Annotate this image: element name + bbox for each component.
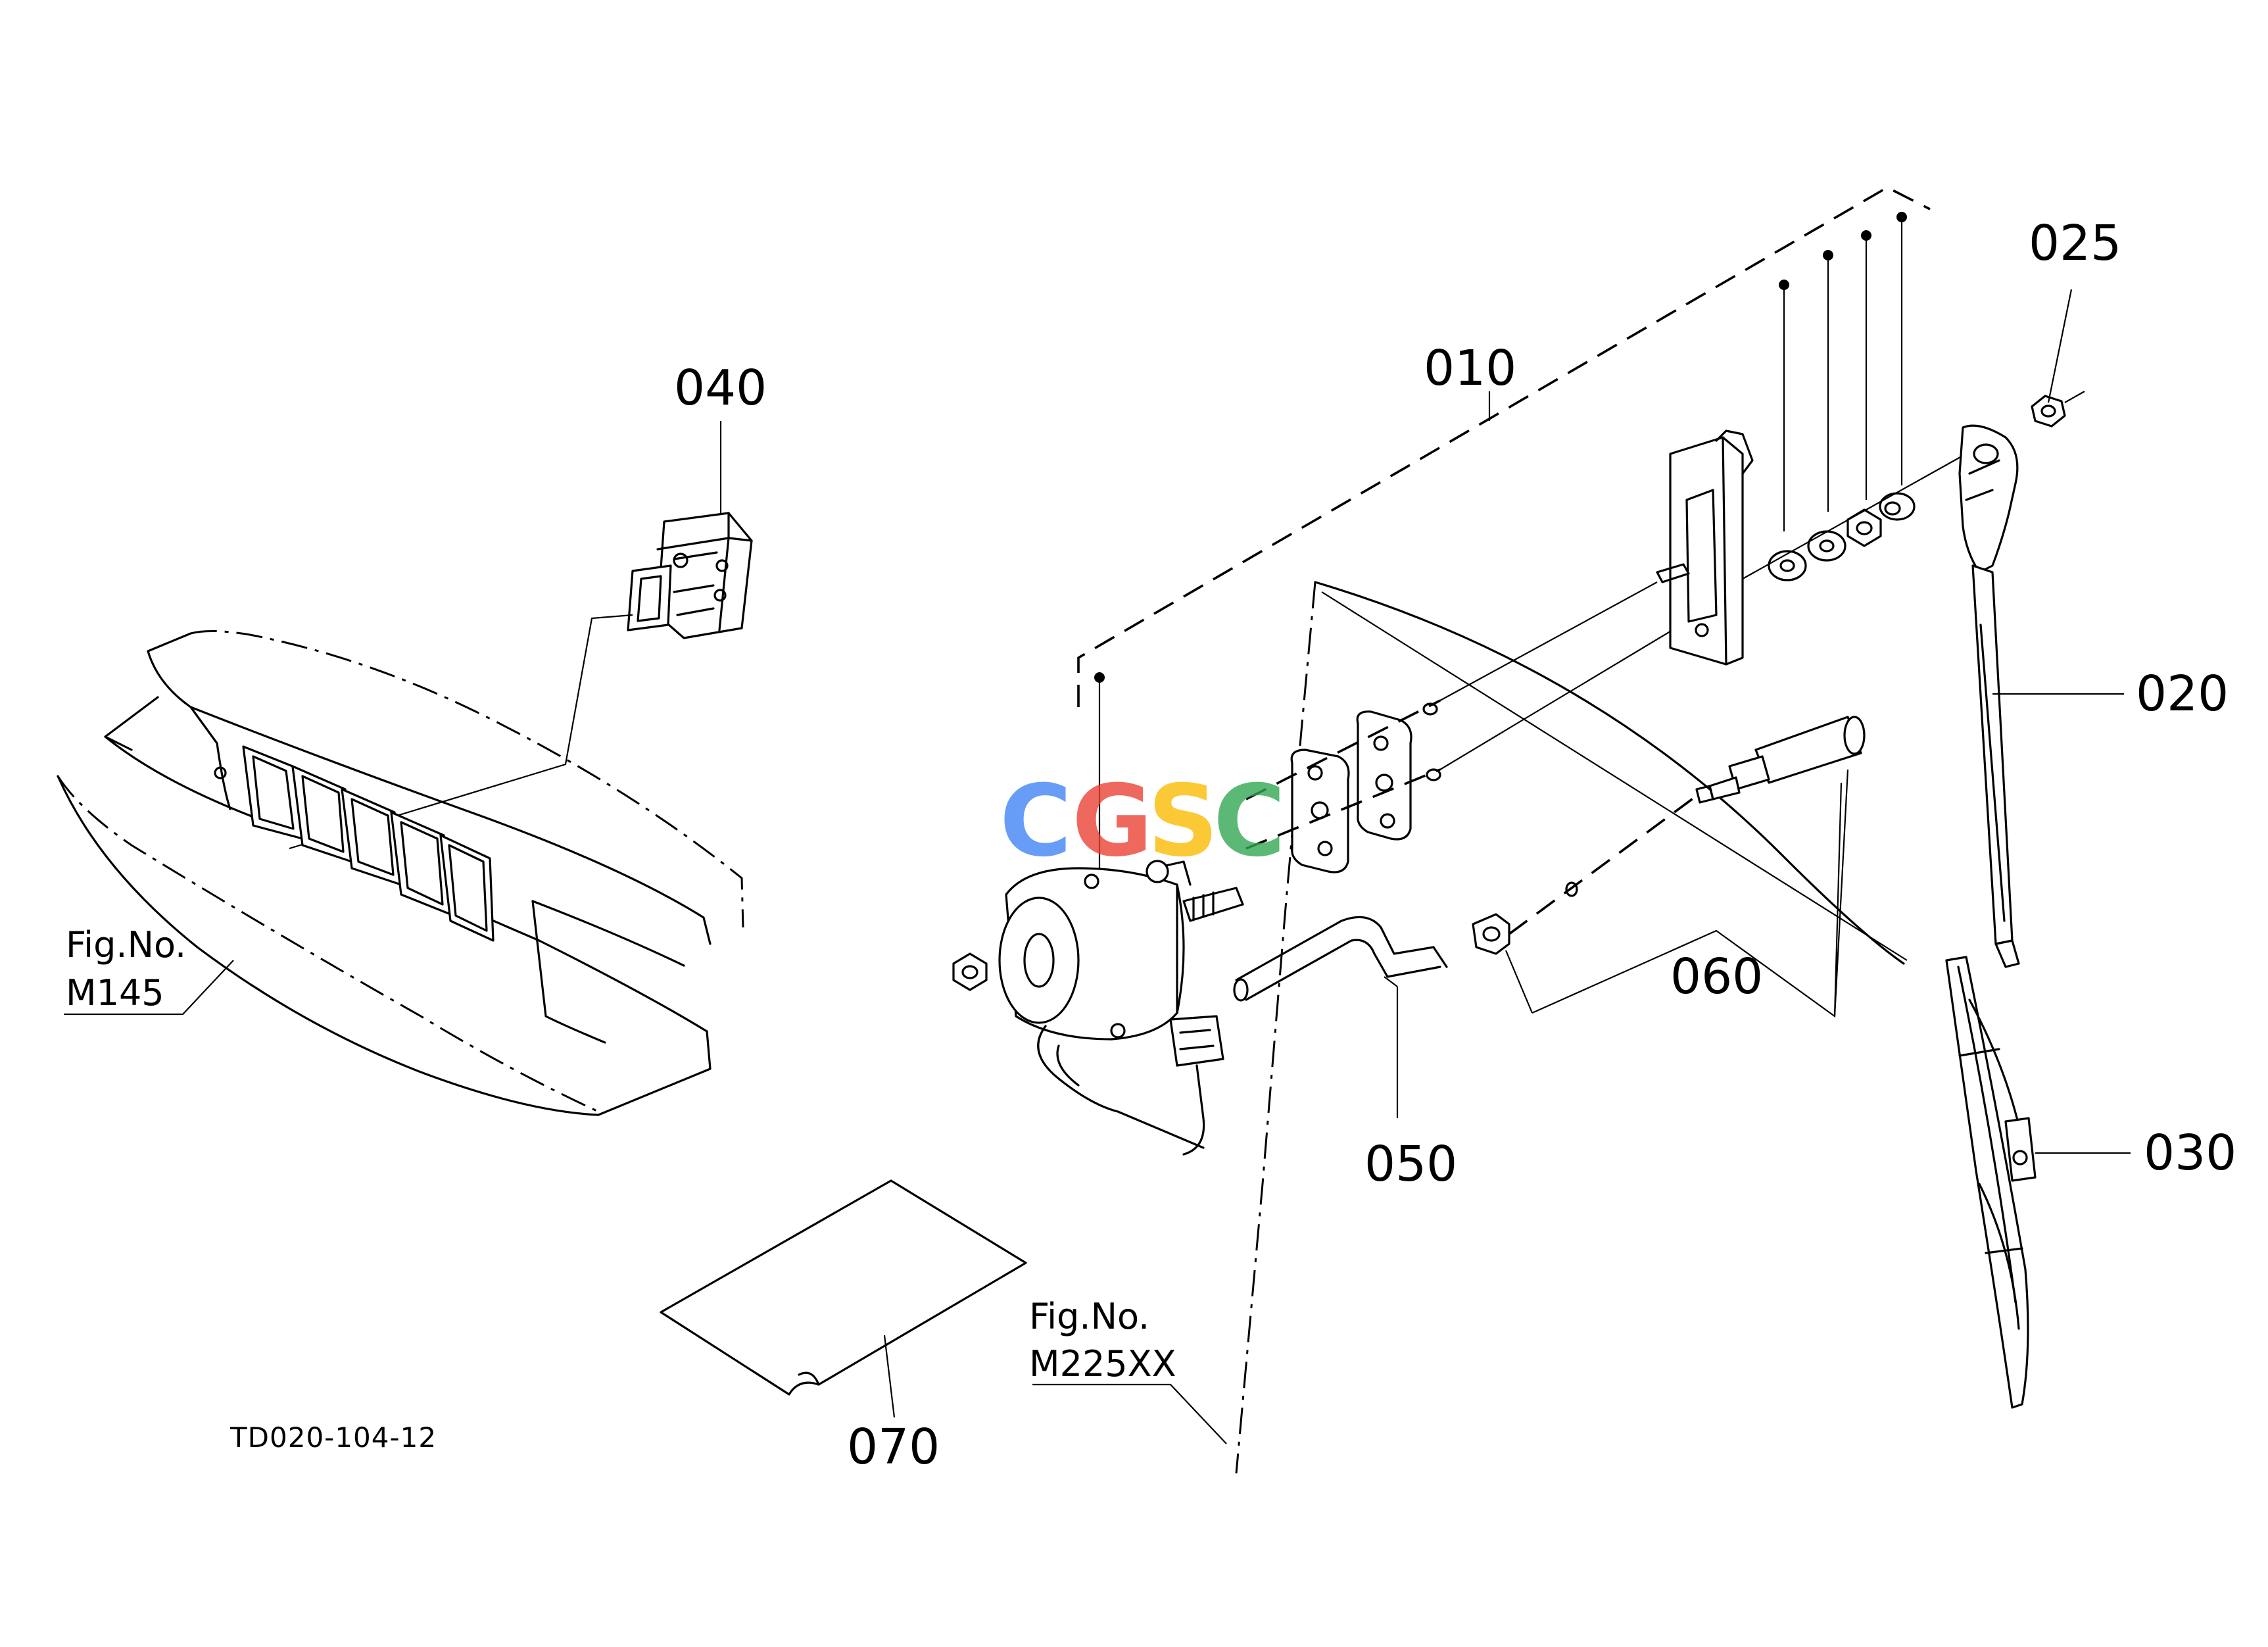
leader-060-b (1505, 769, 1849, 1017)
instrument-panel (57, 629, 744, 1116)
gasket-rear (1356, 710, 1412, 841)
wiper-arm-020 (1958, 424, 2020, 968)
washer-2 (1807, 530, 1846, 562)
washer-nozzle-060 (1472, 716, 1866, 955)
wiper-motor (998, 860, 1244, 1149)
align-line-3 (1439, 581, 1658, 701)
arm-stud (2064, 391, 2085, 403)
drawing-code: TD020-104-12 (229, 1421, 437, 1454)
leader-070 (883, 1335, 896, 1418)
cab-boundary (1235, 581, 1316, 1474)
fig-ref-left-line2: M145 (66, 972, 164, 1014)
fig-ref-center-line1: Fig.No. (1029, 1296, 1149, 1337)
fig-ref-center-line2: M225XX (1029, 1343, 1176, 1385)
align-line-2 (1245, 768, 1441, 850)
watermark: C G S C (1000, 764, 1286, 879)
wiper-blade-030 (1945, 956, 2037, 1409)
leader-060 (1532, 782, 1843, 1018)
watermark-letter-c1: C (1000, 764, 1072, 879)
oring-2 (1426, 768, 1441, 781)
part-label-050: 050 (1364, 1136, 1457, 1192)
assembly-010-bracket (1077, 185, 1931, 707)
marker-dot (1779, 280, 1789, 290)
part-label-020: 020 (2136, 666, 2229, 722)
washer-hose-050 (1233, 916, 1448, 1002)
fig-ref-left-line1: Fig.No. (66, 924, 186, 966)
part-label-040: 040 (674, 360, 767, 416)
bushing (1879, 492, 1916, 521)
arm-nut-025 (2031, 395, 2066, 428)
watermark-letter-s: S (1147, 764, 1218, 879)
decal-070 (660, 1179, 1027, 1396)
part-label-070: 070 (847, 1419, 940, 1475)
leader-025 (2047, 289, 2073, 403)
part-label-025: 025 (2029, 215, 2121, 272)
align-line-4 (1439, 631, 1671, 770)
leader-fig-m225xx (1032, 1383, 1227, 1444)
motor-connector (1169, 1015, 1224, 1156)
leader-050-a (1384, 976, 1398, 987)
nozzle-oring (1565, 881, 1578, 897)
watermark-letter-c2: C (1213, 764, 1286, 879)
oring-1 (1422, 702, 1438, 716)
part-label-060: 060 (1670, 948, 1763, 1005)
gasket-front (1290, 749, 1350, 873)
marker-dot (1094, 672, 1105, 683)
align-line-1 (1245, 699, 1441, 800)
nozzle-align-line (1508, 795, 1698, 935)
part-label-010: 010 (1424, 340, 1516, 397)
motor-nut (952, 952, 988, 991)
switch-040 (627, 512, 753, 639)
watermark-letter-g: G (1072, 764, 1153, 879)
washer-1 (1768, 550, 1807, 581)
marker-dot (1823, 250, 1833, 260)
marker-dot (1896, 212, 1907, 222)
shaft-line (1742, 453, 1967, 579)
nut (1846, 508, 1882, 547)
marker-dot (1861, 230, 1871, 241)
leader-040-to-panel (289, 614, 633, 850)
mounting-bracket (1656, 430, 1754, 666)
leader-fig-m145 (64, 960, 234, 1016)
cab-glass-inner (1321, 591, 1908, 961)
part-label-030: 030 (2144, 1125, 2236, 1181)
